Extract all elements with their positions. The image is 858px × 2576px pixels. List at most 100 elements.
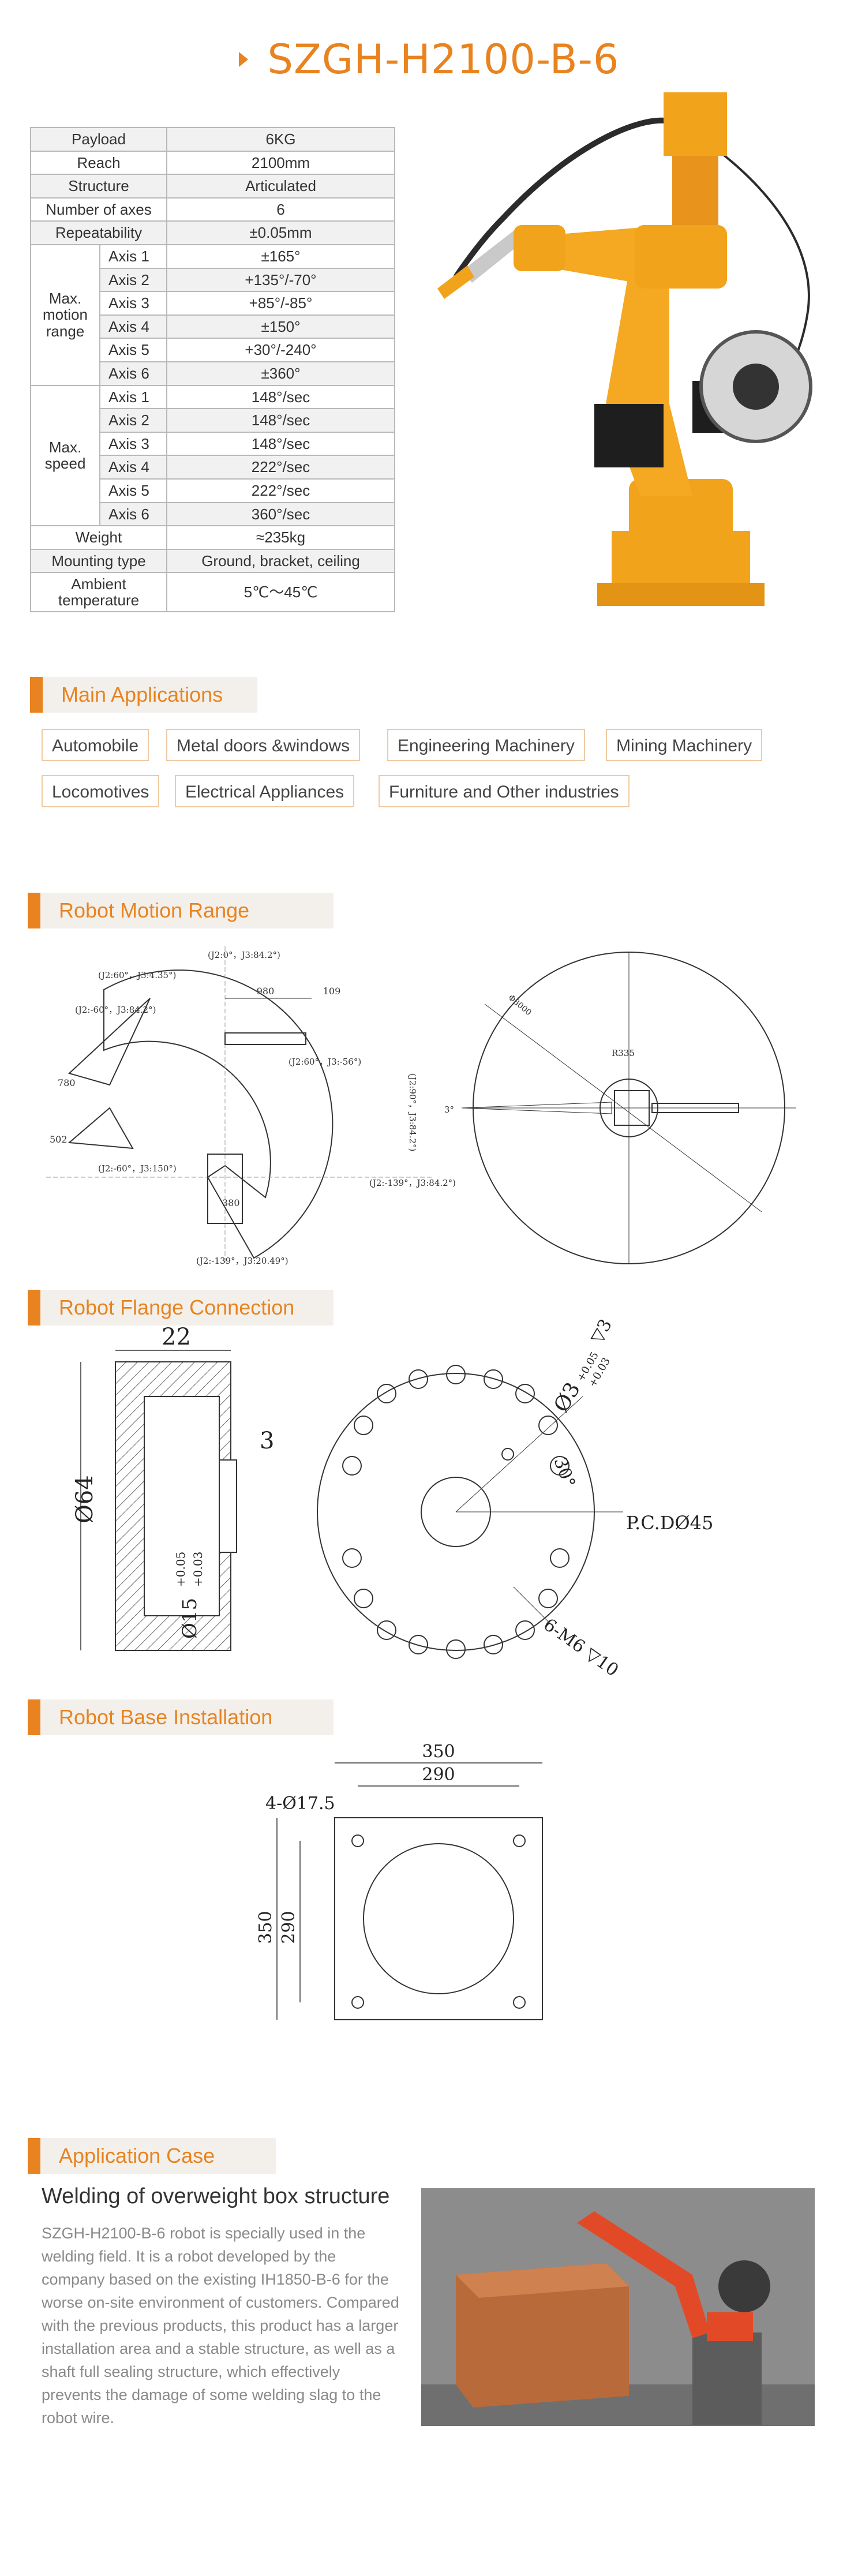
header-accent-bar bbox=[28, 2138, 40, 2174]
case-description: SZGH-H2100-B-6 robot is specially used i… bbox=[42, 2225, 399, 2427]
base-installation-header: Robot Base Installation bbox=[28, 1699, 334, 1735]
pose-label: (J2:-60°，J3:150°) bbox=[98, 1163, 177, 1174]
robot-stand bbox=[692, 2332, 762, 2425]
flange-header: Robot Flange Connection bbox=[28, 1290, 334, 1326]
axis-value: ±360° bbox=[166, 361, 395, 386]
axis-label: Axis 1 bbox=[99, 384, 167, 410]
spec-value: 2100mm bbox=[166, 150, 395, 175]
case-title: Welding of overweight box structure bbox=[42, 2184, 390, 2208]
spec-value: Articulated bbox=[166, 174, 395, 199]
dimension-label: 980 bbox=[257, 986, 275, 997]
welding-box-illustration bbox=[421, 2188, 815, 2426]
axis-value: 222°/sec bbox=[166, 455, 395, 480]
spec-label: Weight bbox=[30, 525, 167, 550]
robot-foot bbox=[597, 583, 765, 606]
pose-label: (J2:60°，J3:4.35°) bbox=[98, 970, 176, 980]
flange-bore bbox=[144, 1396, 220, 1616]
pose-label: (J2:-60°，J3:84.2°) bbox=[75, 1005, 156, 1015]
spec-row: Axis 4±150° bbox=[31, 314, 395, 339]
torch-neck bbox=[462, 231, 522, 283]
base-plate bbox=[334, 1817, 543, 2020]
welding-cable bbox=[453, 117, 670, 279]
application-tag: Locomotives bbox=[42, 775, 160, 807]
page-title: SZGH-H2100-B-6 bbox=[267, 36, 620, 83]
spec-label: Ambient temperature bbox=[30, 572, 167, 613]
welding-robot-illustration bbox=[437, 92, 812, 606]
dimension-label: 350 bbox=[256, 1911, 276, 1944]
spec-value: ±0.05mm bbox=[166, 220, 395, 245]
spec-label: Mounting type bbox=[30, 548, 167, 574]
title-row: SZGH-H2100-B-6 bbox=[0, 28, 858, 91]
base-circle bbox=[600, 1079, 658, 1137]
robot-outline bbox=[207, 1154, 243, 1224]
elbow-joint bbox=[635, 225, 727, 289]
spec-value: 6 bbox=[166, 197, 395, 222]
thread-label: 6-M6 ▽10 bbox=[539, 1615, 622, 1681]
spec-row: Weight≈235kg bbox=[30, 525, 395, 550]
wire-reel-hub bbox=[733, 364, 779, 410]
dimension-label: 350 bbox=[422, 1742, 455, 1762]
application-tag: Metal doors &windows bbox=[166, 729, 361, 761]
spec-value: ≈235kg bbox=[166, 525, 395, 550]
dimension-label: 22 bbox=[162, 1324, 191, 1350]
application-tag: Automobile bbox=[42, 729, 149, 761]
spec-label: Repeatability bbox=[30, 220, 167, 245]
pin-hole bbox=[501, 1448, 514, 1461]
axis-label: Axis 4 bbox=[99, 455, 167, 480]
wrist bbox=[514, 225, 565, 271]
dimension-label: 780 bbox=[58, 1077, 76, 1088]
case-robot-arm bbox=[577, 2211, 710, 2338]
steel-box-top bbox=[456, 2263, 629, 2298]
top-motor-box bbox=[664, 92, 727, 156]
work-envelope bbox=[103, 969, 334, 1259]
flange-pilot bbox=[219, 1459, 237, 1553]
depth-label: ▽3 bbox=[587, 1316, 616, 1347]
dimension-label: Ø64 bbox=[72, 1475, 98, 1523]
case-photo bbox=[421, 2188, 815, 2426]
section-title: Robot Motion Range bbox=[59, 898, 250, 922]
leader-line bbox=[513, 1586, 554, 1628]
pose-label: (J2:90°，J3:84.2°) bbox=[407, 1073, 418, 1151]
diameter-line bbox=[484, 1004, 762, 1212]
flange-section-drawing: 22 3 Ø64 Ø15 +0.05 +0.03 bbox=[72, 1324, 274, 1651]
axis-label: Axis 4 bbox=[99, 314, 167, 339]
base-installation-drawing: 350 290 4-Ø17.5 350 290 bbox=[256, 1742, 543, 2020]
dimension-label: Ø15 bbox=[178, 1598, 201, 1639]
robot-top-outline bbox=[614, 1090, 650, 1126]
torch-tip bbox=[437, 265, 474, 299]
dimension-label: 3 bbox=[260, 1428, 274, 1454]
spec-row: Axis 5+30°/-240° bbox=[31, 338, 395, 362]
axis-label: Axis 3 bbox=[99, 291, 167, 316]
pose-label: (J2:-139°，J3:20.49°) bbox=[196, 1256, 289, 1266]
angle-label: 30° bbox=[549, 1455, 579, 1491]
motion-range-header: Robot Motion Range bbox=[28, 893, 334, 928]
application-tag: Engineering Machinery bbox=[387, 729, 585, 761]
tolerance-label: +0.05 bbox=[174, 1552, 188, 1587]
axis-value: ±150° bbox=[166, 314, 395, 339]
axis-value: +30°/-240° bbox=[166, 338, 395, 362]
top-view-motion-diagram: R335 Φ3000 3° bbox=[444, 952, 796, 1264]
spec-row: Axis 3+85°/-85° bbox=[31, 291, 395, 316]
leader-line bbox=[455, 1396, 583, 1512]
axis-label: Axis 5 bbox=[99, 338, 167, 362]
application-case-header: Application Case bbox=[28, 2138, 276, 2174]
spec-value: 6KG bbox=[166, 127, 395, 152]
spec-row: Axis 2+135°/-70° bbox=[31, 267, 395, 293]
steel-box bbox=[456, 2263, 629, 2407]
spec-label: Payload bbox=[30, 127, 167, 152]
dimension-label: Ø3 bbox=[549, 1379, 585, 1417]
header-accent-bar bbox=[28, 1290, 40, 1326]
hole-label: 4-Ø17.5 bbox=[265, 1794, 335, 1814]
spec-label: Structure bbox=[30, 174, 167, 199]
forbidden-sector bbox=[461, 1102, 612, 1114]
header-accent-bar bbox=[30, 677, 43, 713]
axis-label: Axis 6 bbox=[99, 361, 167, 386]
axis-label: Axis 6 bbox=[99, 501, 167, 527]
application-tag: Electrical Appliances bbox=[175, 775, 355, 807]
